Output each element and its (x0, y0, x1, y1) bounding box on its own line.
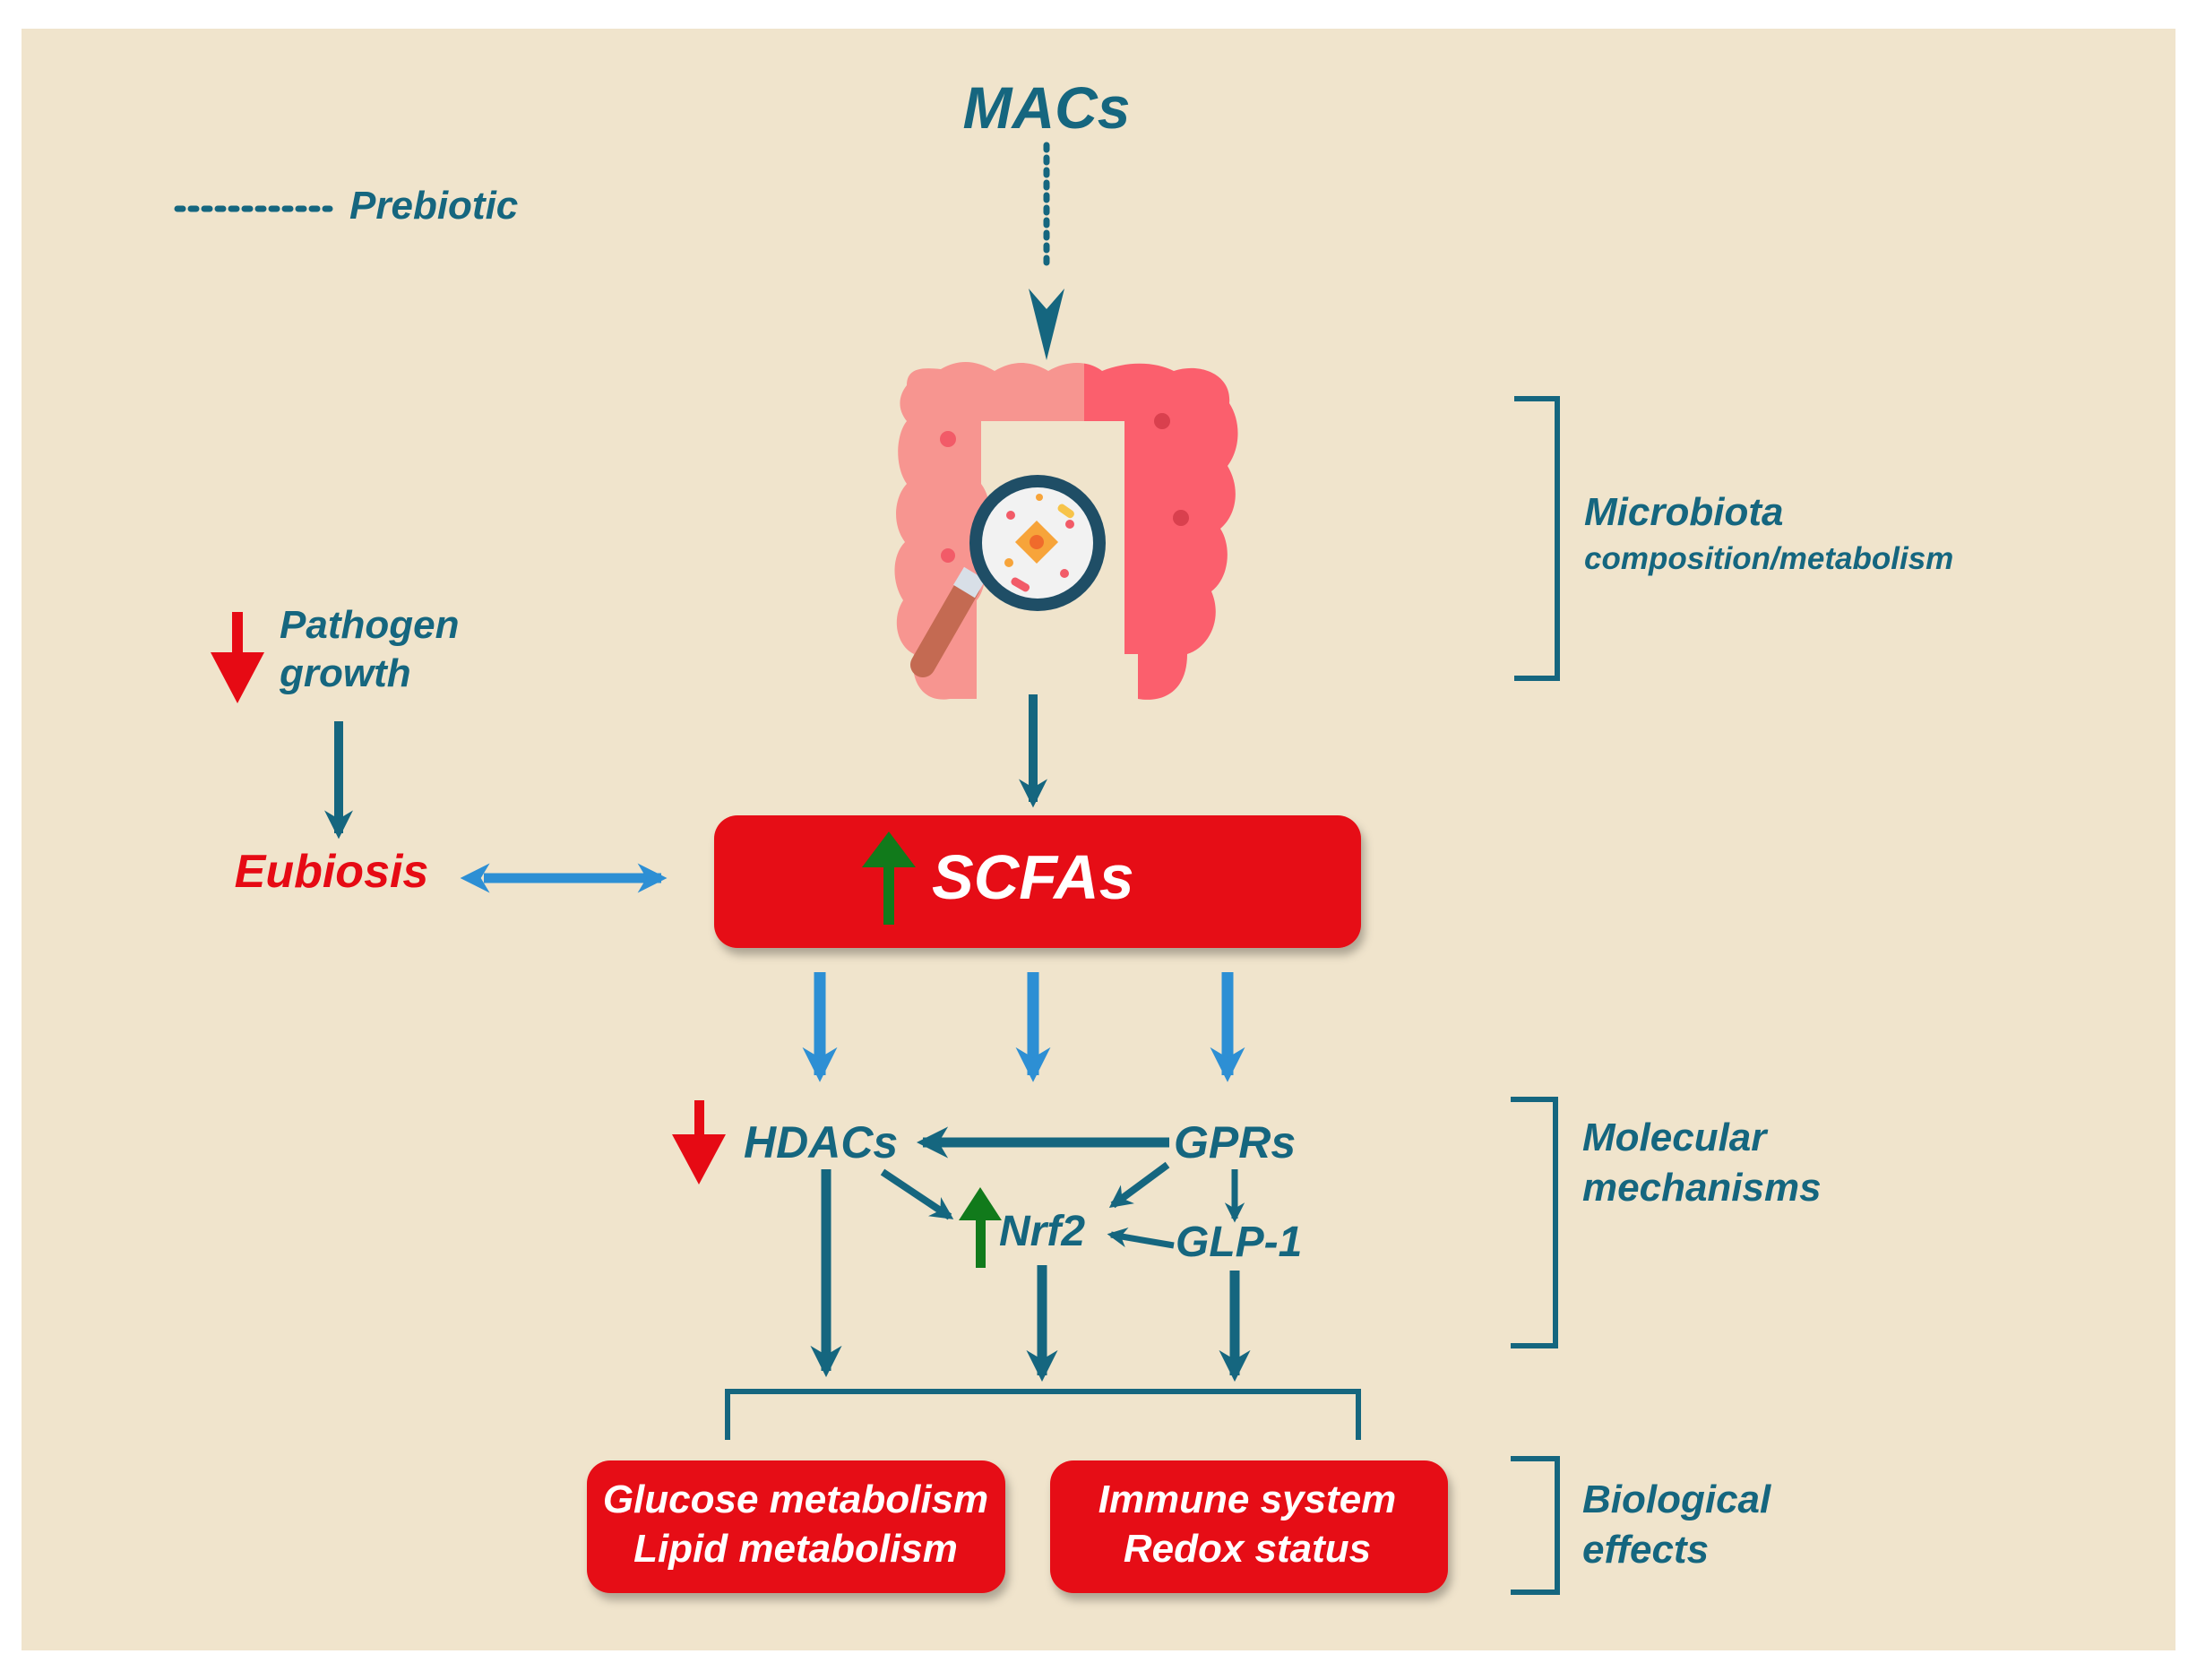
legend-prebiotic-label: Prebiotic (349, 184, 518, 228)
pathogen-down-arrow-shaft (232, 612, 243, 657)
immune-system-label: Immune system (1098, 1478, 1397, 1521)
scfas-up-arrow-shaft (883, 862, 894, 925)
effect-box-immune-background (1050, 1460, 1448, 1593)
microbiota-bracket (1514, 396, 1560, 681)
microbiota-label-line1: Microbiota (1584, 490, 1783, 534)
glp1-label: GLP-1 (1176, 1219, 1302, 1266)
scfas-label: SCFAs (932, 842, 1134, 912)
macs-label: MACs (962, 74, 1130, 141)
effect-box-immune: Immune system Redox status (1050, 1460, 1448, 1593)
hdacs-down-arrow-icon (672, 1134, 726, 1185)
molecular-bracket (1511, 1097, 1558, 1348)
gprs-label: GPRs (1174, 1117, 1296, 1167)
scfas-output-arrows (802, 972, 1245, 1082)
effect-box-metabolism-background (587, 1460, 1005, 1593)
microbiota-label-line2: composition/metabolism (1584, 541, 1953, 576)
molecular-mechanisms: HDACs GPRs Nrf2 GLP-1 (672, 1100, 1302, 1383)
eubiosis-label: Eubiosis (235, 846, 429, 898)
legend: Prebiotic (174, 184, 518, 228)
gprs-to-nrf2-arrow (1108, 1161, 1170, 1209)
nrf2-up-arrow-shaft (976, 1214, 986, 1268)
scfas-box-background (714, 815, 1361, 948)
effects-connector-bracket (725, 1389, 1361, 1440)
scfas-box: SCFAs (714, 815, 1361, 948)
biological-bracket (1511, 1456, 1560, 1595)
up-arrow-icon (862, 831, 916, 867)
effect-box-metabolism: Glucose metabolism Lipid metabolism (587, 1460, 1005, 1593)
lipid-metabolism-label: Lipid metabolism (633, 1527, 958, 1571)
biological-label-line1: Biological (1582, 1478, 1771, 1521)
redox-status-label: Redox status (1124, 1527, 1371, 1571)
hdacs-label: HDACs (744, 1117, 898, 1167)
down-arrow-icon (211, 652, 264, 703)
molecular-label-line2: mechanisms (1582, 1166, 1822, 1210)
glucose-metabolism-label: Glucose metabolism (603, 1478, 988, 1521)
pathogen-label-line1: Pathogen (280, 603, 459, 647)
nrf2-label: Nrf2 (999, 1208, 1085, 1255)
hdacs-to-nrf2-arrow (880, 1168, 954, 1220)
section-brackets: Microbiota composition/metabolism Molecu… (1511, 396, 1953, 1595)
molecular-label-line1: Molecular (1582, 1116, 1769, 1159)
glp1-to-nrf2-arrow (1107, 1227, 1175, 1249)
macs-arrowhead (1029, 289, 1064, 360)
hdacs-down-arrow-shaft (694, 1100, 704, 1140)
pathogen-growth-group: Pathogen growth (211, 603, 459, 840)
biological-label-line2: effects (1582, 1528, 1709, 1572)
nrf2-up-arrow-icon (959, 1187, 1002, 1220)
intestine-microbiota-icon (894, 361, 1238, 700)
pathogen-label-line2: growth (279, 651, 411, 695)
magnifying-glass-icon (910, 475, 1106, 677)
